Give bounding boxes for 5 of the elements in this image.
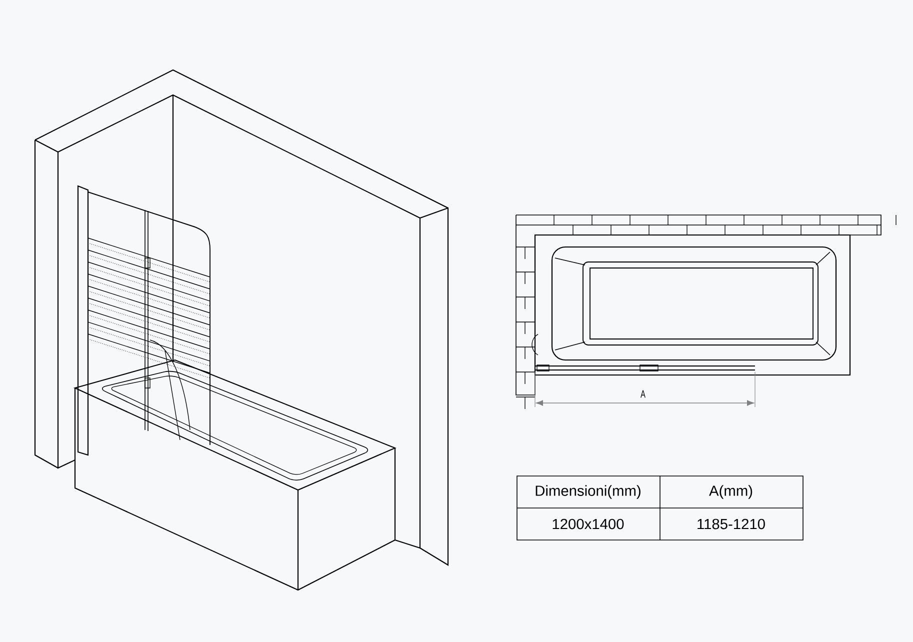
- table-cell: A(mm): [709, 485, 752, 499]
- dimension-label: A: [640, 390, 646, 398]
- table-cell: Dimensioni(mm): [536, 485, 640, 499]
- table-cell: 1200x1400: [552, 518, 624, 530]
- table-cell: 1185-1210: [698, 518, 765, 530]
